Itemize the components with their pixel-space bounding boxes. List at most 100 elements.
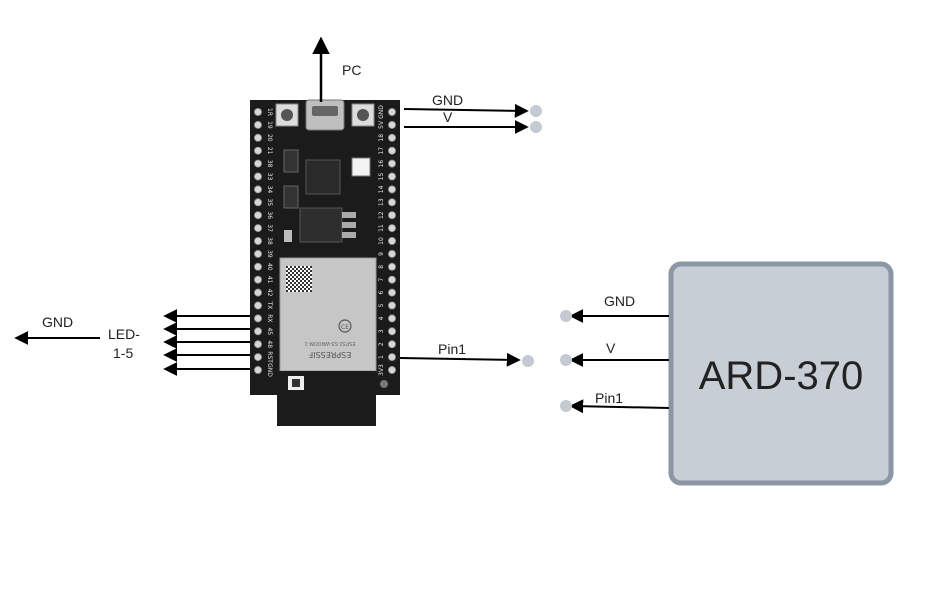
board-v-terminal: [530, 121, 542, 133]
board-gnd-wire: [403, 103, 529, 118]
rgb-led: [351, 157, 371, 177]
left-pin-label: 48: [266, 340, 273, 348]
regulator: [299, 207, 343, 243]
board-pin1-terminal: [522, 355, 534, 367]
ard-gnd-terminal: [560, 310, 572, 322]
board-v-label: V: [443, 109, 453, 125]
module-model: ESP32-S3-WROOM-1: [304, 340, 355, 346]
left-pin-hole: [253, 249, 262, 258]
left-pin-labels: 1R1920213833343536373839404142TXRX4548RS…: [266, 108, 273, 377]
ard-370-module: ARD-370 GND V Pin1: [560, 261, 894, 486]
module-qr-code: [286, 266, 312, 292]
right-pin-label: 5: [378, 303, 385, 307]
right-pin-hole: [387, 301, 396, 310]
left-pin-label: GND: [266, 363, 273, 377]
pc-label: PC: [342, 62, 361, 78]
ard-pin1-wire: [569, 399, 670, 414]
left-pin-label: 42: [266, 289, 273, 297]
right-pin-label: 8: [378, 265, 385, 269]
left-pin-label: 1R: [266, 108, 273, 116]
left-pin-hole: [253, 236, 262, 245]
right-pin-label: 17: [378, 147, 385, 155]
right-pin-hole: [387, 172, 396, 181]
pc-connection: PC: [312, 36, 361, 102]
right-pin-label: 14: [378, 185, 385, 193]
right-pin-hole: [387, 185, 396, 194]
usb-uart-chip: [305, 159, 341, 195]
right-pin-label: 15: [378, 173, 385, 181]
right-pin-hole: [387, 288, 396, 297]
left-gnd-label: GND: [42, 314, 73, 330]
right-pin-label: GND: [378, 105, 385, 119]
right-pin-label: 12: [378, 211, 385, 219]
left-pin-hole: [253, 365, 262, 374]
left-pin-hole: [253, 224, 262, 233]
left-pin-hole: [253, 146, 262, 155]
left-pin-label: 20: [266, 134, 273, 142]
left-pin-label: 41: [266, 276, 273, 284]
left-pin-hole: [253, 301, 262, 310]
board-pin1-label: Pin1: [438, 341, 466, 357]
left-pin-label: 34: [266, 186, 273, 194]
right-pin-label: 10: [378, 237, 385, 245]
left-pin-hole: [253, 133, 262, 142]
right-pin-label: 1: [378, 355, 385, 359]
right-pin-label: 5V: [378, 120, 385, 129]
right-pin-label: 2: [378, 342, 385, 346]
board-pin1-wire: [399, 352, 521, 367]
ard-pin1-label: Pin1: [595, 390, 623, 406]
right-pin-label: 3V3: [378, 364, 385, 376]
right-pin-label: 9: [378, 252, 385, 256]
ard-gnd-label: GND: [604, 293, 635, 309]
right-pin-hole: [387, 211, 396, 220]
module-brand: ESPRESSIF: [308, 350, 351, 359]
ard-v-terminal: [560, 354, 572, 366]
left-pin-label: 19: [266, 121, 273, 129]
left-pin-label: 39: [266, 250, 273, 258]
left-pin-hole: [253, 327, 262, 336]
ard-v-label: V: [606, 340, 616, 356]
right-pin-hole: [387, 236, 396, 245]
right-pin-hole: [387, 198, 396, 207]
right-pin-hole: [387, 327, 396, 336]
left-pin-hole: [253, 185, 262, 194]
left-pin-label: 38: [266, 160, 273, 168]
right-pin-hole: [387, 108, 396, 117]
right-pin-label: 4: [378, 316, 385, 320]
left-pin-hole: [253, 120, 262, 129]
right-pin-hole: [387, 120, 396, 129]
right-pin-label: 3: [378, 329, 385, 333]
left-pin-label: 36: [266, 211, 273, 219]
left-pin-hole: [253, 275, 262, 284]
esp32-devkit-board: 1R1920213833343536373839404142TXRX4548RS…: [250, 99, 400, 426]
right-pin-label: 13: [378, 198, 385, 206]
led-label-line2: 1-5: [113, 345, 133, 361]
right-pin-label: 6: [378, 291, 385, 295]
right-pin-label: 16: [378, 160, 385, 168]
left-pin-hole: [253, 159, 262, 168]
left-pin-hole: [253, 353, 262, 362]
right-pin-hole: [387, 314, 396, 323]
right-pin-hole: [387, 159, 396, 168]
left-pin-hole: [253, 314, 262, 323]
ard-370-box: [668, 261, 894, 486]
left-pin-label: 40: [266, 263, 273, 271]
ard-pin1-terminal: [560, 400, 572, 412]
board-power-connection: GND V: [403, 92, 542, 134]
left-pin-hole: [253, 198, 262, 207]
right-pin-label: 18: [378, 134, 385, 142]
left-pin-hole: [253, 288, 262, 297]
left-pin-hole: [253, 172, 262, 181]
right-pin-hole: [387, 340, 396, 349]
left-pin-label: 21: [266, 147, 273, 155]
right-pin-hole: [387, 249, 396, 258]
left-pin-label: 38: [266, 237, 273, 245]
left-pin-hole: [253, 340, 262, 349]
left-pin-hole: [253, 262, 262, 271]
right-pin-header: [387, 108, 396, 374]
svg-text:CE: CE: [341, 324, 349, 331]
right-pin-label: 11: [378, 224, 385, 232]
left-pin-hole: [253, 108, 262, 117]
led-label-line1: LED-: [108, 326, 140, 342]
left-pin-label: 33: [266, 173, 273, 181]
